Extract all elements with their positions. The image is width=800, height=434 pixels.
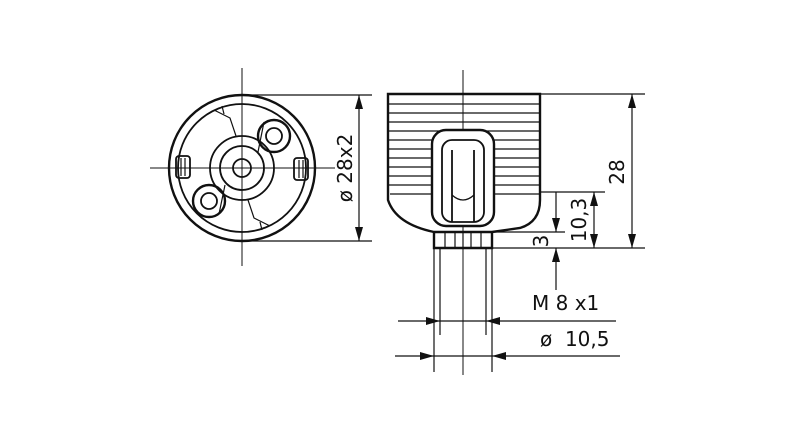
- neck-slots: [444, 232, 482, 248]
- latch-window: [430, 128, 496, 228]
- inner-circle-large: [209, 135, 275, 201]
- inner-ring: [177, 103, 307, 233]
- screw-boss-lower-left: [191, 183, 227, 219]
- arrow-head: [355, 227, 363, 241]
- screw-boss-upper-right: [256, 118, 292, 154]
- arrow-head: [590, 192, 598, 206]
- center-contact: [232, 158, 252, 178]
- latch-right: [293, 157, 309, 181]
- arrow-head: [426, 317, 440, 325]
- arrow-head: [486, 317, 500, 325]
- arrow-head: [420, 352, 434, 360]
- arrow-head: [590, 234, 598, 248]
- label-diameter-10-5: ø 10,5: [540, 327, 609, 351]
- inner-circle-mid: [219, 145, 265, 191]
- arrow-head: [355, 95, 363, 109]
- label-diameter-28x2: ø 28x2: [333, 134, 357, 203]
- latch-left: [175, 155, 191, 179]
- label-height-28: 28: [605, 159, 629, 184]
- arrow-head: [552, 248, 560, 262]
- label-height-10-3: 10,3: [567, 198, 591, 243]
- side-view: 28 10,3 3 M 8 x1 ø 10,5: [386, 70, 645, 375]
- web-lower-right: [247, 199, 271, 227]
- top-view: ø 28x2: [150, 68, 372, 266]
- arrow-head: [628, 94, 636, 108]
- label-height-3: 3: [529, 235, 553, 248]
- arrow-head: [552, 218, 560, 232]
- label-thread-m8: M 8 x1: [532, 291, 599, 315]
- web-ticks: [221, 105, 263, 231]
- latch-curve: [451, 194, 475, 201]
- latch-window-inner: [441, 139, 485, 223]
- web-upper-left: [213, 109, 237, 137]
- socket-body: [386, 92, 542, 234]
- arrow-head: [492, 352, 506, 360]
- arrow-head: [628, 234, 636, 248]
